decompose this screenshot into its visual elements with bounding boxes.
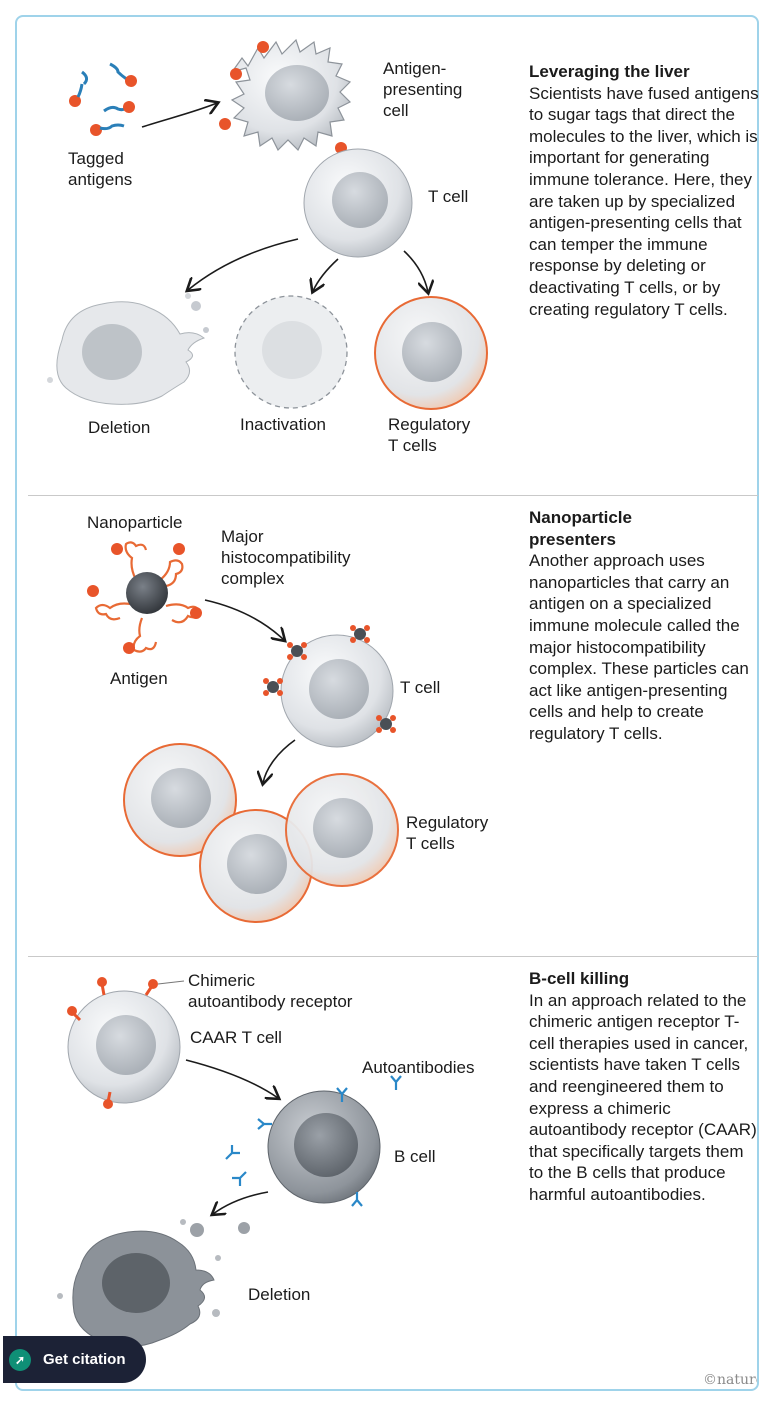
label-t-cell-1: T cell (428, 187, 469, 206)
label-t-cell-2: T cell (400, 678, 441, 697)
label-caar-receptor: Chimeric autoantibody receptor (188, 971, 353, 1011)
nanoparticle (87, 541, 202, 654)
label-tagged-antigens: Tagged antigens (68, 149, 133, 189)
label-inactivation: Inactivation (240, 415, 326, 434)
inactivated-cell (234, 295, 348, 409)
t-cell-2 (263, 625, 396, 748)
tagged-antigens (69, 62, 137, 136)
b-cell (225, 1075, 402, 1207)
label-deletion-2: Deletion (248, 1285, 311, 1304)
figure-frame (15, 15, 759, 1391)
panel-divider-2 (28, 956, 758, 957)
deleted-b-cell (57, 1219, 250, 1347)
autoantibody-icons (225, 1075, 402, 1207)
label-autoantibodies: Autoantibodies (362, 1058, 475, 1077)
deleted-cell (47, 293, 209, 405)
label-b-cell: B cell (394, 1147, 436, 1166)
get-citation-label: Get citation (43, 1351, 126, 1368)
label-regulatory-1: Regulatory T cells (388, 415, 471, 455)
label-caar-t-cell: CAAR T cell (190, 1028, 282, 1047)
heading-leveraging-liver: Leveraging the liver (529, 62, 690, 81)
panel-divider-1 (28, 495, 758, 496)
t-cell-1 (303, 148, 413, 258)
side-text-panel-3: B-cell killing In an approach related to… (529, 968, 761, 1206)
citation-icon: ➚ (9, 1348, 31, 1371)
regulatory-t-cell-1 (374, 296, 488, 410)
label-apc: Antigen- presenting cell (383, 59, 463, 120)
label-antigen: Antigen (110, 669, 168, 688)
caar-t-cell (67, 977, 181, 1109)
body-leveraging-liver: Scientists have fused antigens to sugar … (529, 83, 759, 319)
label-mhc: Major histocompatibility complex (221, 527, 351, 588)
label-deletion-1: Deletion (88, 418, 151, 437)
side-text-panel-1: Leveraging the liver Scientists have fus… (529, 61, 761, 320)
antigen-presenting-cell (219, 38, 352, 154)
nature-credit: ©nature (703, 1372, 757, 1388)
mhc-particles (263, 625, 396, 733)
body-b-cell-killing: In an approach related to the chimeric a… (529, 990, 757, 1204)
label-regulatory-2: Regulatory T cells (406, 813, 489, 853)
heading-nanoparticle-presenters: Nanoparticle presenters (529, 508, 632, 549)
regulatory-t-cells-2 (123, 743, 399, 923)
side-text-panel-2: Nanoparticle presenters Another approach… (529, 507, 761, 745)
body-nanoparticle-presenters: Another approach uses nanoparticles that… (529, 551, 749, 743)
heading-b-cell-killing: B-cell killing (529, 969, 630, 988)
label-nanoparticle: Nanoparticle (87, 513, 183, 532)
get-citation-button[interactable]: ➚ Get citation (3, 1336, 146, 1383)
